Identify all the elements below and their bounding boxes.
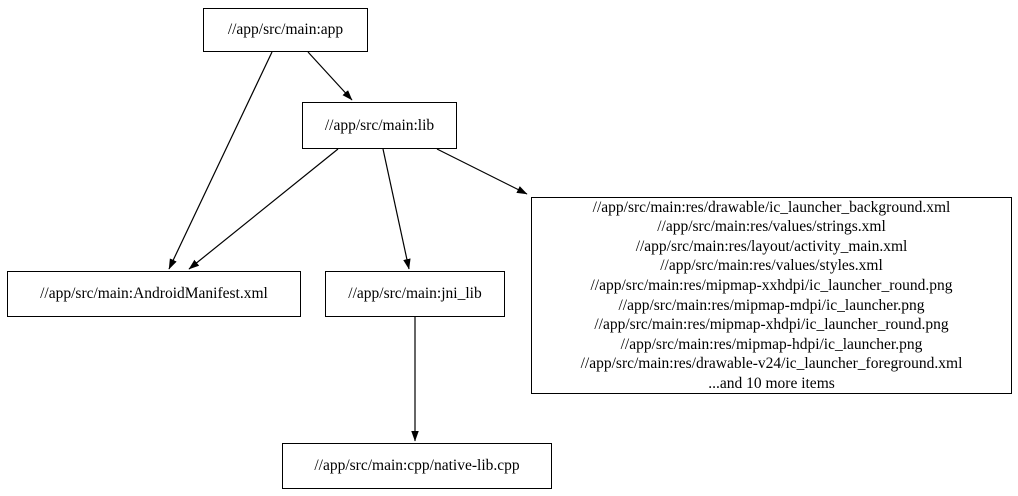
graph-node-jni-lib: //app/src/main:jni_lib xyxy=(325,271,505,317)
graph-edge-lib-to-jni-lib xyxy=(382,148,411,270)
node-label-line: ...and 10 more items xyxy=(708,374,835,392)
node-label-line: //app/src/main:app xyxy=(227,21,344,39)
node-label-line: //app/src/main:AndroidManifest.xml xyxy=(40,285,268,303)
node-label-line: //app/src/main:res/drawable-v24/ic_launc… xyxy=(580,355,963,373)
graph-edge-app-to-android-manifest xyxy=(168,51,273,270)
node-label-line: //app/src/main:res/drawable/ic_launcher_… xyxy=(592,198,951,216)
node-label-line: //app/src/main:res/mipmap-hdpi/ic_launch… xyxy=(620,335,923,353)
graph-edge-lib-to-android-manifest xyxy=(188,148,339,270)
graph-edges xyxy=(168,51,528,442)
node-label-line: //app/src/main:res/values/styles.xml xyxy=(660,257,883,275)
node-label-line: //app/src/main:jni_lib xyxy=(348,285,482,303)
graph-edge-app-to-lib xyxy=(307,51,353,101)
node-label-line: //app/src/main:lib xyxy=(324,116,435,134)
graph-node-android-manifest: //app/src/main:AndroidManifest.xml xyxy=(7,271,301,317)
node-label-line: //app/src/main:res/mipmap-mdpi/ic_launch… xyxy=(618,296,925,314)
node-label-line: //app/src/main:cpp/native-lib.cpp xyxy=(314,457,520,475)
graph-edge-lib-to-res-files xyxy=(436,148,528,195)
node-label-line: //app/src/main:res/layout/activity_main.… xyxy=(635,237,908,255)
node-label-line: //app/src/main:res/values/strings.xml xyxy=(657,218,886,236)
graph-node-app: //app/src/main:app xyxy=(203,8,368,52)
graph-node-native-lib-cpp: //app/src/main:cpp/native-lib.cpp xyxy=(282,443,552,489)
node-label-line: //app/src/main:res/mipmap-xhdpi/ic_launc… xyxy=(594,316,949,334)
graph-node-res-files: //app/src/main:res/drawable/ic_launcher_… xyxy=(531,197,1012,394)
node-label-line: //app/src/main:res/mipmap-xxhdpi/ic_laun… xyxy=(590,276,953,294)
graph-node-lib: //app/src/main:lib xyxy=(302,102,457,149)
